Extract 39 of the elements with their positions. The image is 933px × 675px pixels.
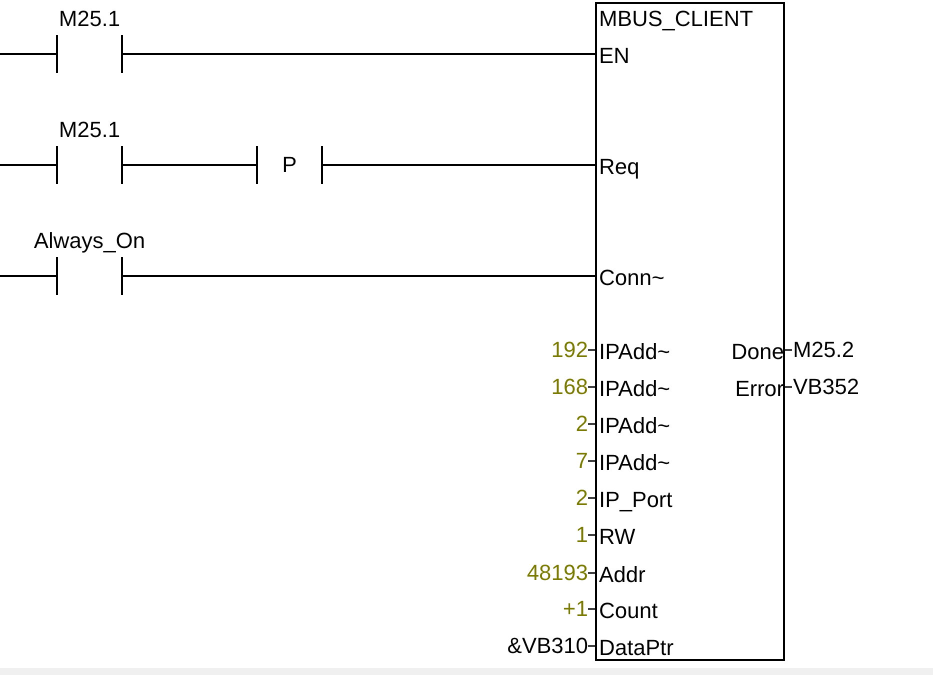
pin-label: Conn~ (599, 266, 664, 290)
pin-label: EN (599, 44, 630, 68)
pin-label: IPAdd~ (599, 377, 670, 401)
parameter-value: 2 (576, 486, 588, 510)
parameter-value: 48193 (526, 561, 588, 585)
pin-label: Count (599, 599, 658, 623)
output-operand: VB352 (793, 375, 860, 399)
pin-label: Error (735, 377, 784, 401)
block-title: MBUS_CLIENT (599, 7, 754, 31)
output-operand: M25.2 (793, 338, 854, 362)
pin-label: Addr (599, 563, 646, 587)
pin-label: IPAdd~ (599, 451, 670, 475)
contact-label: M25.1 (58, 7, 120, 31)
parameter-value: +1 (562, 597, 588, 621)
contact-label: M25.1 (58, 118, 120, 142)
contact-label: P (282, 153, 297, 177)
pin-label: IP_Port (599, 488, 672, 512)
parameter-value: 7 (576, 449, 588, 473)
ladder-wire (123, 53, 595, 55)
ladder-wire (0, 53, 56, 55)
pin-label: Done (731, 340, 784, 364)
pin-label: IPAdd~ (599, 414, 670, 438)
parameter-value: 2 (576, 412, 588, 436)
function-block (595, 2, 785, 661)
ladder-wire (0, 164, 56, 166)
ladder-wire (0, 275, 56, 277)
contact-label: Always_On (34, 229, 146, 253)
parameter-value: 168 (551, 375, 588, 399)
ladder-wire (323, 164, 595, 166)
parameter-value: 1 (576, 523, 588, 547)
parameter-value: 192 (551, 338, 588, 362)
pin-label: DataPtr (599, 636, 674, 660)
ladder-wire (123, 275, 595, 277)
ladder-wire (123, 164, 256, 166)
positive-edge-contact (256, 146, 323, 184)
pin-label: Req (599, 155, 640, 179)
pin-label: IPAdd~ (599, 340, 670, 364)
pin-label: RW (599, 525, 636, 549)
parameter-value: &VB310 (507, 634, 588, 658)
